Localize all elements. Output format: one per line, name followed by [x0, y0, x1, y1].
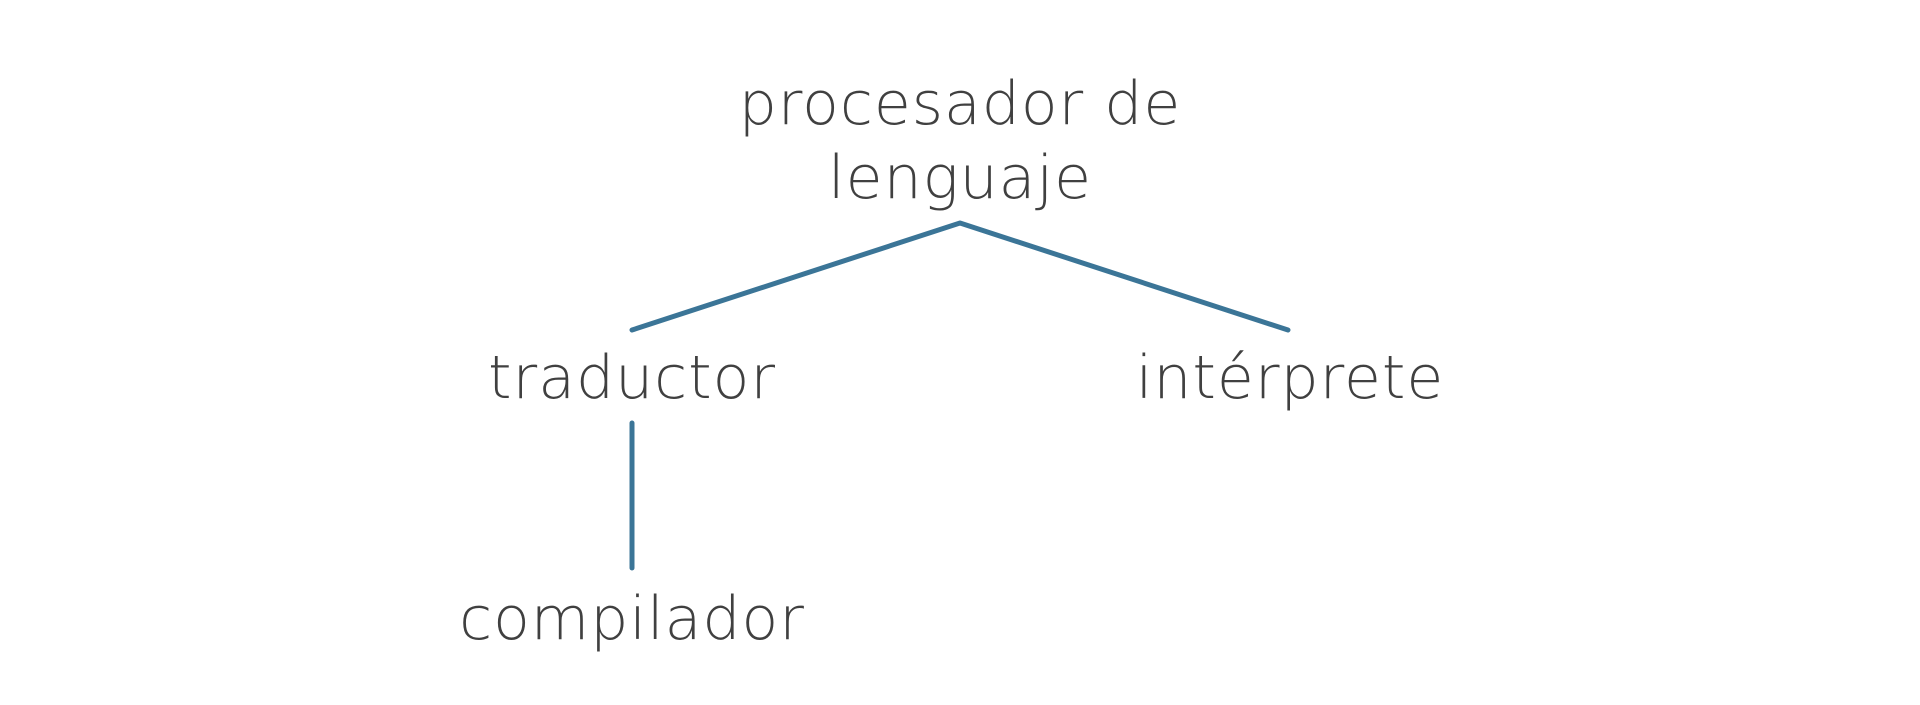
node-interpreter: intérprete: [1135, 343, 1445, 413]
edge-root-to-children: [629, 220, 1291, 333]
node-compiler: compilador: [459, 584, 805, 654]
node-language-processor-line1: procesador de: [738, 69, 1182, 139]
node-translator: traductor: [488, 343, 776, 413]
node-language-processor: procesador de lenguaje: [660, 67, 1260, 215]
node-language-processor-line2: lenguaje: [828, 143, 1092, 213]
